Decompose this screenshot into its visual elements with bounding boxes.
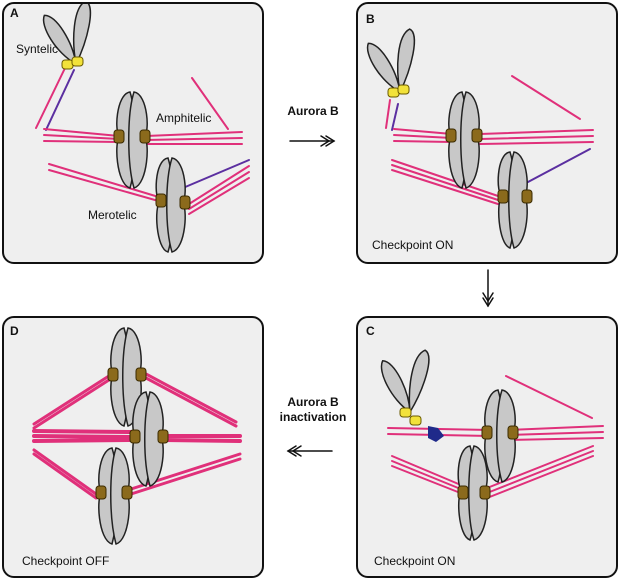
panel-b-illustration — [366, 28, 594, 249]
panel-c-label: C — [366, 324, 375, 338]
panel-c: C Checkpoint ON — [356, 316, 618, 578]
merotelic-label: Merotelic — [88, 208, 137, 222]
panel-a: A Syntelic Amphitelic Merotelic — [2, 2, 264, 264]
aurora-b-inactivation-line2: inactivation — [279, 410, 347, 424]
left-arrow-icon — [286, 445, 333, 457]
panel-d-illustration — [32, 327, 242, 545]
panel-d: D Checkpoint OFF — [2, 316, 264, 578]
panel-a-illustration — [35, 4, 250, 253]
panel-d-label: D — [10, 324, 19, 338]
aurora-b-inactivation-label: Aurora B inactivation — [266, 395, 360, 425]
panel-a-label: A — [10, 6, 19, 20]
amphitelic-label: Amphitelic — [156, 111, 212, 125]
syntelic-label: Syntelic — [16, 42, 59, 56]
down-arrow-icon — [482, 269, 494, 308]
aurora-b-label: Aurora B — [287, 104, 339, 118]
aurora-b-marker — [428, 426, 444, 442]
panel-b-status: Checkpoint ON — [372, 238, 454, 252]
panel-b: B Checkpoint ON — [356, 2, 618, 264]
panel-c-status: Checkpoint ON — [374, 554, 456, 568]
panel-d-status: Checkpoint OFF — [22, 554, 110, 568]
aurora-b-inactivation-line1: Aurora B — [287, 395, 339, 409]
panel-b-label: B — [366, 12, 375, 26]
panel-c-illustration — [380, 349, 604, 541]
right-arrow-icon — [289, 135, 336, 147]
